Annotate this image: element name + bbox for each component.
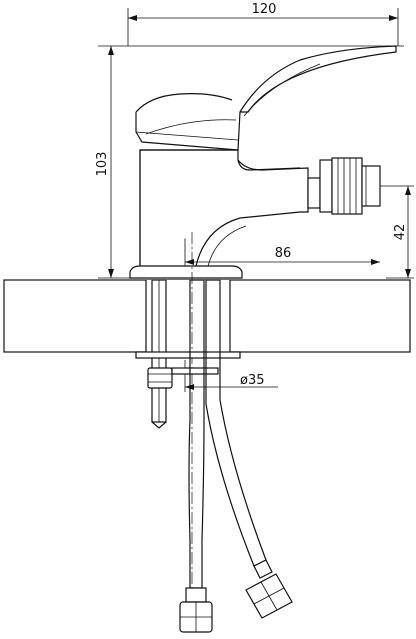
lever-handle [135, 45, 397, 151]
dimension-width-label: 120 [252, 2, 277, 17]
countertop-section [3, 279, 411, 353]
dimension-width: 120 [127, 2, 399, 46]
dimension-spout-reach-label: 86 [275, 246, 292, 261]
braided-hose-left [179, 279, 213, 633]
dimension-spout-height: 42 [378, 185, 414, 279]
dimension-diameter: ø35 [184, 360, 278, 392]
faucet-body [129, 149, 309, 279]
dimension-spout-height-label: 42 [393, 224, 408, 241]
dimension-diameter-label: ø35 [240, 373, 265, 388]
aerator [307, 157, 381, 215]
mounting-hardware [135, 279, 241, 429]
braided-hose-right [205, 279, 293, 619]
dimension-height: 103 [95, 45, 404, 279]
dimension-height-label: 103 [95, 152, 110, 177]
